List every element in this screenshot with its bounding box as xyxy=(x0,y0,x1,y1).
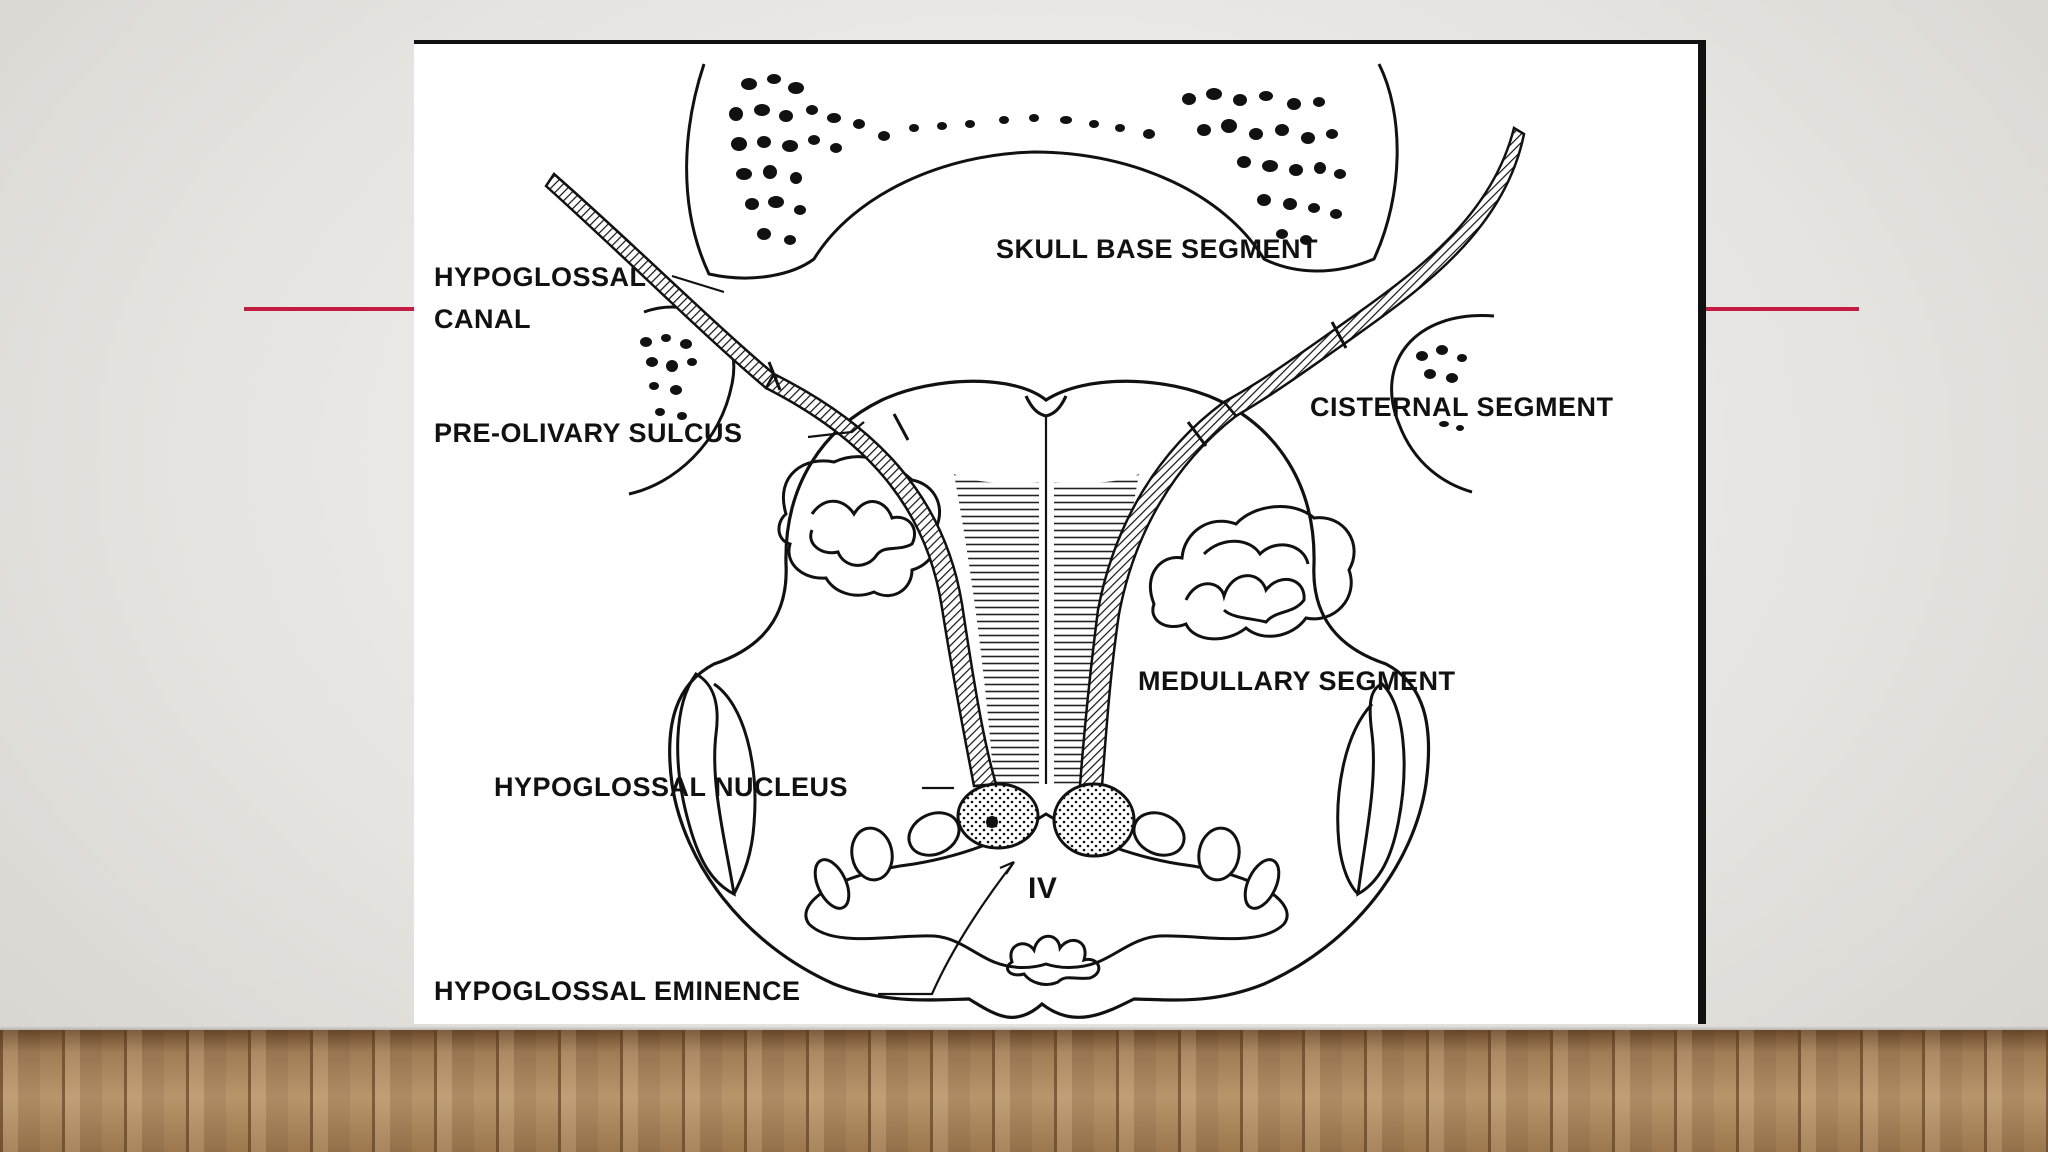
skull-base-trabeculae xyxy=(729,74,1346,245)
left-inferior-olive xyxy=(777,455,942,598)
right-inferior-olive xyxy=(1148,505,1356,641)
left-lateral-structure xyxy=(676,672,757,897)
right-bone-fragment xyxy=(1390,314,1495,494)
medulla-outline xyxy=(668,379,1431,1019)
label-hypoglossal-eminence: HYPOGLOSSAL EMINENCE xyxy=(434,976,801,1006)
label-pre-olivary-sulcus: PRE-OLIVARY SULCUS xyxy=(434,418,743,448)
label-skull-base-segment: SKULL BASE SEGMENT xyxy=(996,234,1318,264)
floor-tubercles xyxy=(813,811,1281,910)
label-hypoglossal-nucleus: HYPOGLOSSAL NUCLEUS xyxy=(494,772,848,802)
diagram-figure: HYPOGLOSSAL CANAL SKULL BASE SEGMENT PRE… xyxy=(414,40,1706,1024)
hypoglossal-nuclei xyxy=(956,782,1136,858)
label-cisternal-segment: CISTERNAL SEGMENT xyxy=(1310,392,1614,422)
hypoglossal-nerve-diagram: HYPOGLOSSAL CANAL SKULL BASE SEGMENT PRE… xyxy=(434,63,1614,1019)
skull-base-bone xyxy=(685,63,1399,280)
leader-lines xyxy=(671,274,1015,996)
wood-floor xyxy=(0,1030,2048,1152)
right-lateral-structure xyxy=(1336,682,1406,897)
diagram-labels: HYPOGLOSSAL CANAL SKULL BASE SEGMENT PRE… xyxy=(434,234,1614,1006)
left-hypoglossal-nerve xyxy=(544,172,998,788)
label-medullary-segment: MEDULLARY SEGMENT xyxy=(1138,666,1456,696)
accent-line-right xyxy=(1706,307,1859,311)
label-hypoglossal-canal-1: HYPOGLOSSAL xyxy=(434,262,647,292)
accent-line-left xyxy=(244,307,416,311)
label-hypoglossal-canal-2: CANAL xyxy=(434,304,531,334)
label-fourth-ventricle: IV xyxy=(1028,872,1057,905)
